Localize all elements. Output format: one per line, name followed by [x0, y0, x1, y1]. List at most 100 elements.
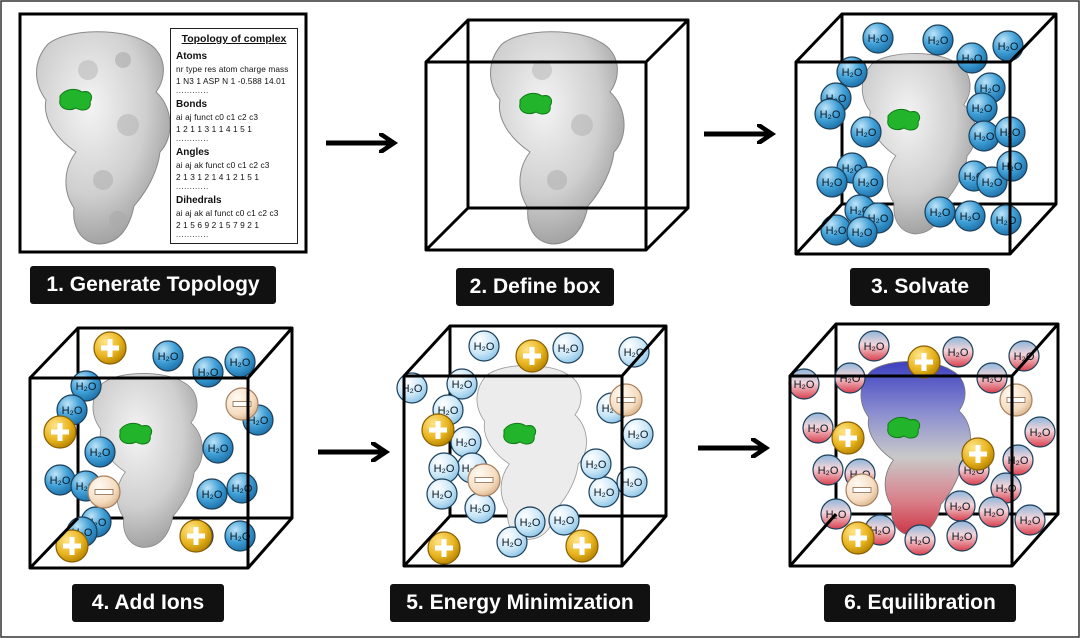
water-label: H₂O	[950, 501, 971, 513]
water-molecule-icon: H₂O	[992, 30, 1024, 62]
plus-ion-icon	[961, 437, 995, 471]
water-label: H₂O	[982, 177, 1003, 189]
water-molecule-icon: H₂O	[850, 116, 882, 148]
protein-surface-icon	[36, 31, 171, 245]
plus-ion-icon	[515, 339, 549, 373]
section-ellipsis: ............	[176, 86, 209, 95]
water-molecule-icon: H₂O	[226, 472, 258, 504]
water-molecule-icon: H₂O	[816, 166, 848, 198]
water-label: H₂O	[826, 225, 847, 237]
water-label: H₂O	[1020, 515, 1041, 527]
water-molecule-icon: H₂O	[944, 490, 976, 522]
water-label: H₂O	[232, 483, 253, 495]
section-heading: Angles	[176, 147, 210, 158]
water-label: H₂O	[202, 489, 223, 501]
water-label: H₂O	[820, 109, 841, 121]
water-label: H₂O	[456, 437, 477, 449]
water-molecule-icon: H₂O	[580, 448, 612, 480]
water-label: H₂O	[972, 103, 993, 115]
section-values: 1 2 1 1 3 1 1 4 1 5 1	[176, 124, 252, 134]
section-ellipsis: ............	[176, 134, 209, 143]
water-molecule-icon: H₂O	[820, 214, 852, 246]
water-label: H₂O	[230, 531, 251, 543]
water-molecule-icon: H₂O	[846, 216, 878, 248]
water-molecule-icon: H₂O	[922, 24, 954, 56]
water-label: H₂O	[864, 341, 885, 353]
section-columns: ai aj ak funct c0 c1 c2 c3	[176, 160, 270, 170]
water-molecule-icon: H₂O	[858, 330, 890, 362]
water-molecule-icon: H₂O	[1014, 504, 1046, 536]
protein-surface-icon	[490, 31, 625, 245]
ligand-icon	[119, 422, 153, 445]
water-molecule-icon: H₂O	[84, 436, 116, 468]
water-label: H₂O	[984, 507, 1005, 519]
ligand-icon	[519, 92, 553, 115]
water-molecule-icon: H₂O	[976, 362, 1008, 394]
water-molecule-icon: H₂O	[924, 196, 956, 228]
plus-ion-icon	[43, 415, 77, 449]
water-label: H₂O	[868, 33, 889, 45]
step-label-generate-topology: 1. Generate Topology	[30, 266, 276, 304]
water-molecule-icon: H₂O	[978, 496, 1010, 528]
water-label: H₂O	[230, 357, 251, 369]
water-label: H₂O	[822, 177, 843, 189]
water-molecule-icon: H₂O	[812, 454, 844, 486]
water-label: H₂O	[960, 211, 981, 223]
water-label: H₂O	[818, 465, 839, 477]
water-label: H₂O	[158, 351, 179, 363]
water-molecule-icon: H₂O	[834, 362, 866, 394]
plus-ion-icon	[55, 529, 89, 563]
water-label: H₂O	[432, 489, 453, 501]
step-label-equilibration: 6. Equilibration	[824, 584, 1016, 622]
water-molecule-icon: H₂O	[496, 526, 528, 558]
plus-ion-icon	[179, 519, 213, 553]
water-label: H₂O	[470, 503, 491, 515]
simulation-box	[794, 12, 1058, 256]
water-molecule-icon: H₂O	[196, 478, 228, 510]
water-label: H₂O	[1002, 161, 1023, 173]
section-ellipsis: ............	[176, 230, 209, 239]
water-molecule-icon: H₂O	[152, 340, 184, 372]
water-label: H₂O	[438, 405, 459, 417]
water-molecule-icon: H₂O	[618, 336, 650, 368]
water-molecule-icon: H₂O	[426, 478, 458, 510]
water-molecule-icon: H₂O	[588, 476, 620, 508]
plus-ion-icon	[565, 529, 599, 563]
water-label: H₂O	[434, 463, 455, 475]
water-molecule-icon: H₂O	[450, 426, 482, 458]
ligand-icon	[887, 108, 921, 131]
water-label: H₂O	[928, 35, 949, 47]
ligand-icon	[887, 416, 921, 439]
minus-ion-icon	[87, 475, 121, 509]
water-label: H₂O	[520, 517, 541, 529]
plus-ion-icon	[831, 421, 865, 455]
water-molecule-icon: H₂O	[1024, 416, 1056, 448]
water-label: H₂O	[794, 379, 815, 391]
water-molecule-icon: H₂O	[1008, 340, 1040, 372]
section-columns: ai aj ak al funct c0 c1 c2 c3	[176, 208, 279, 218]
water-label: H₂O	[452, 379, 473, 391]
water-molecule-icon: H₂O	[966, 92, 998, 124]
section-heading: Bonds	[176, 99, 208, 110]
water-molecule-icon: H₂O	[192, 356, 224, 388]
water-molecule-icon: H₂O	[44, 464, 76, 496]
water-label: H₂O	[248, 415, 269, 427]
water-molecule-icon: H₂O	[1002, 444, 1034, 476]
water-label: H₂O	[90, 447, 111, 459]
plus-ion-icon	[93, 331, 127, 365]
water-label: H₂O	[842, 67, 863, 79]
plus-ion-icon	[421, 413, 455, 447]
water-molecule-icon: H₂O	[968, 120, 1000, 152]
water-label: H₂O	[948, 347, 969, 359]
step-label-solvate: 3. Solvate	[850, 268, 990, 306]
plus-ion-icon	[427, 531, 461, 565]
water-label: H₂O	[980, 83, 1001, 95]
water-molecule-icon: H₂O	[446, 368, 478, 400]
water-molecule-icon: H₂O	[464, 492, 496, 524]
water-label: H₂O	[930, 207, 951, 219]
